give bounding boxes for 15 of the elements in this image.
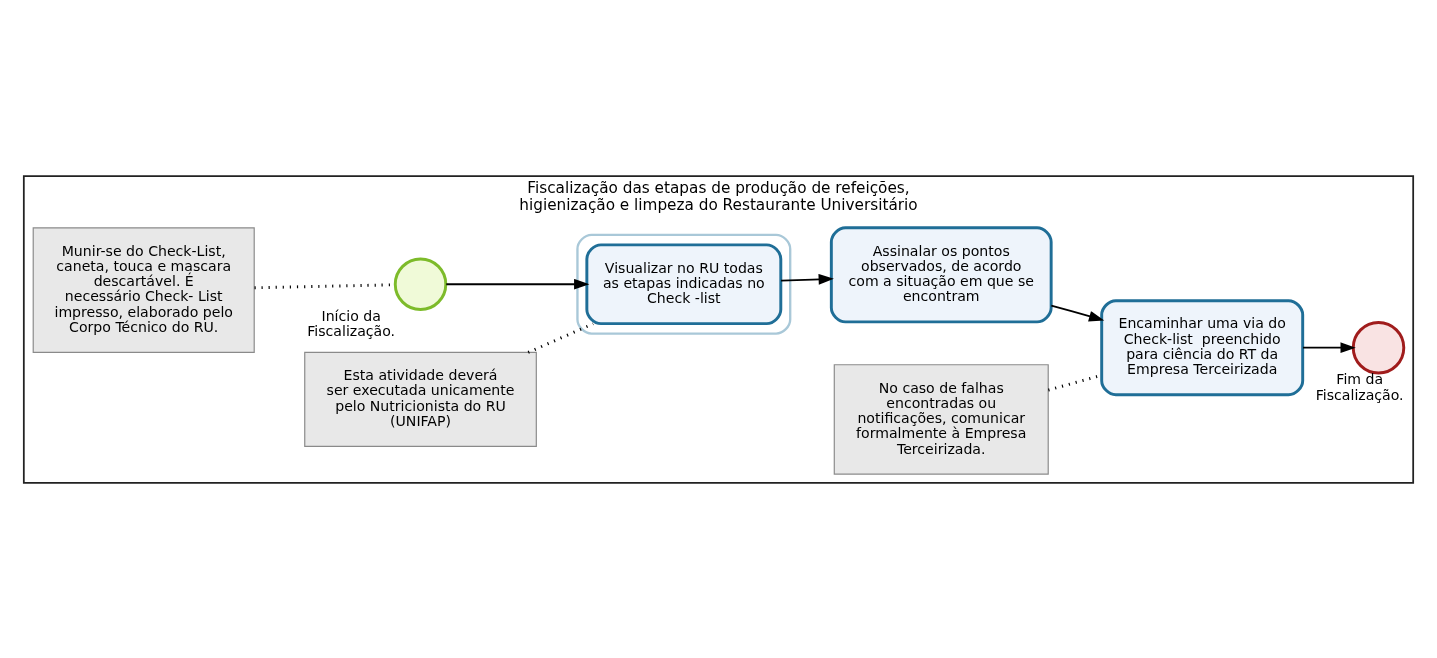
arrow bbox=[1050, 304, 1105, 321]
node-circle bbox=[393, 257, 448, 311]
arrow bbox=[1302, 341, 1356, 353]
node-label: Início da Fiscalização. bbox=[307, 307, 396, 339]
node-box: Encaminhar uma via do Check-list preenchido para ciência do RT da Empresa Terceirizada bbox=[1100, 298, 1305, 396]
node-label: Fim da Fiscalização. bbox=[1315, 370, 1404, 403]
connector bbox=[527, 321, 594, 354]
arrow bbox=[445, 278, 590, 290]
node-box: Munir-se do Check-List, caneta, touca e mascara descartável. É necessário Check- List impresso, elaborado pelo Corpo Técnico do RU. bbox=[32, 226, 255, 353]
node-box: Visualizar no RU todas as etapas indicadas no Check -list bbox=[585, 242, 783, 325]
node-box: Esta atividade deverá ser executada unicamente pelo Nutricionista do RU (UNIFAP) bbox=[304, 351, 537, 447]
node-box: No caso de falhas encontradas ou notificações, comunicar formalmente à Empresa Terceirizada. bbox=[833, 363, 1049, 475]
node-box: Assinalar os pontos observados, de acordo com a situação em que se encontram bbox=[829, 225, 1053, 323]
arrow bbox=[780, 273, 834, 285]
node-circle bbox=[1351, 320, 1406, 374]
